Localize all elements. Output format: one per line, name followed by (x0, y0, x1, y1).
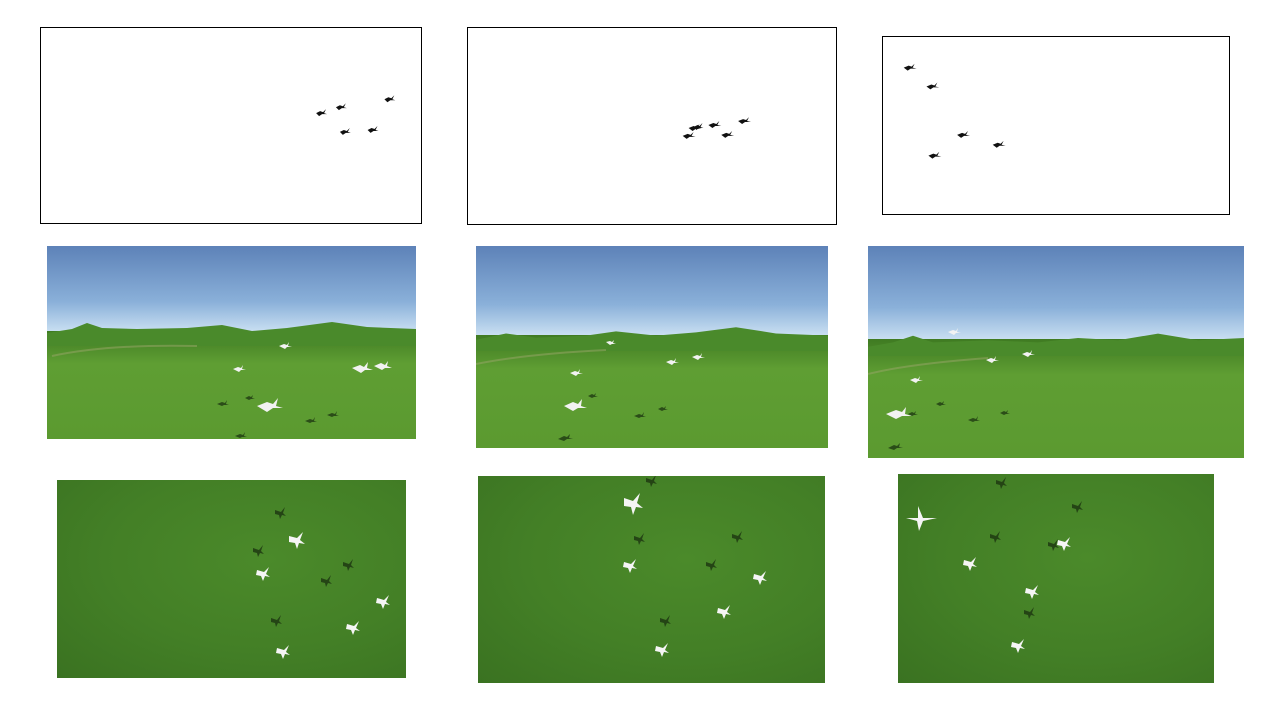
bird-silhouettes (682, 117, 751, 139)
bird-flock-ground-3 (868, 328, 1035, 450)
top-view-panel-1 (57, 480, 406, 678)
white-birds (886, 328, 1035, 419)
silhouette-panel-3 (882, 36, 1230, 215)
bird-flock-top-2 (623, 476, 767, 657)
distant-hills (47, 322, 416, 347)
bird-flock-silhouettes-1 (316, 95, 396, 135)
bird-shadows (634, 476, 743, 627)
top-view-panel-2 (478, 476, 825, 683)
white-birds (256, 532, 390, 659)
ground-view-panel-3 (868, 246, 1244, 458)
distant-hills (868, 333, 1244, 357)
distant-hills (476, 326, 828, 352)
bird-flock-ground-2 (476, 340, 705, 441)
white-birds (564, 340, 705, 411)
ground-view-panel-2 (476, 246, 828, 448)
bird-shadows (217, 395, 339, 438)
bird-shadows (888, 401, 1010, 450)
bird-flock-silhouettes-2 (682, 117, 751, 139)
sky (476, 246, 828, 343)
bird-shadows (253, 507, 354, 627)
bird-flock-top-1 (253, 507, 390, 659)
grass-field (868, 339, 1244, 458)
bird-flock-silhouettes-3 (903, 63, 1006, 159)
sky (47, 246, 416, 339)
grass-field (476, 334, 828, 448)
bird-flock-ground-1 (51, 342, 392, 438)
bird-shadows (990, 477, 1083, 619)
silhouette-panel-2 (467, 27, 837, 225)
ground-view-panel-1 (47, 246, 416, 439)
bird-shadows (558, 393, 668, 441)
top-view-panel-3 (898, 474, 1214, 683)
silhouette-panel-1 (40, 27, 422, 224)
bird-silhouettes (316, 95, 396, 135)
white-birds (623, 493, 767, 657)
white-birds (906, 506, 1071, 653)
bird-flock-top-3 (906, 477, 1083, 653)
sky (868, 246, 1244, 348)
bird-silhouettes (903, 63, 1006, 159)
white-birds (233, 342, 392, 412)
